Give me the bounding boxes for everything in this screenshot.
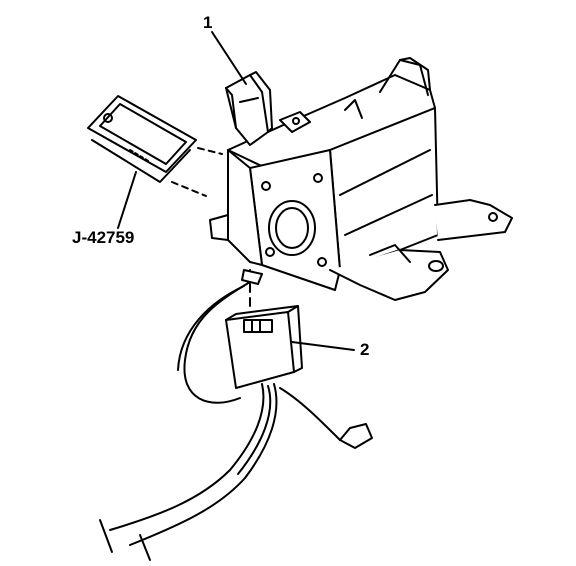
alignment-tool-j-42759 [87, 95, 223, 197]
tool-number-label: J-42759 [72, 228, 135, 247]
lever-component [225, 71, 273, 146]
leader-line-2 [291, 341, 355, 351]
housing-tab [279, 111, 311, 133]
leader-line-tool [117, 171, 137, 229]
sensor-module [225, 305, 303, 389]
callout-2-label: 2 [360, 340, 370, 359]
steering-column-housing [209, 57, 513, 301]
wiring-harness [99, 281, 373, 561]
callout-1-label: 1 [203, 13, 213, 32]
leader-line-1 [211, 31, 247, 85]
